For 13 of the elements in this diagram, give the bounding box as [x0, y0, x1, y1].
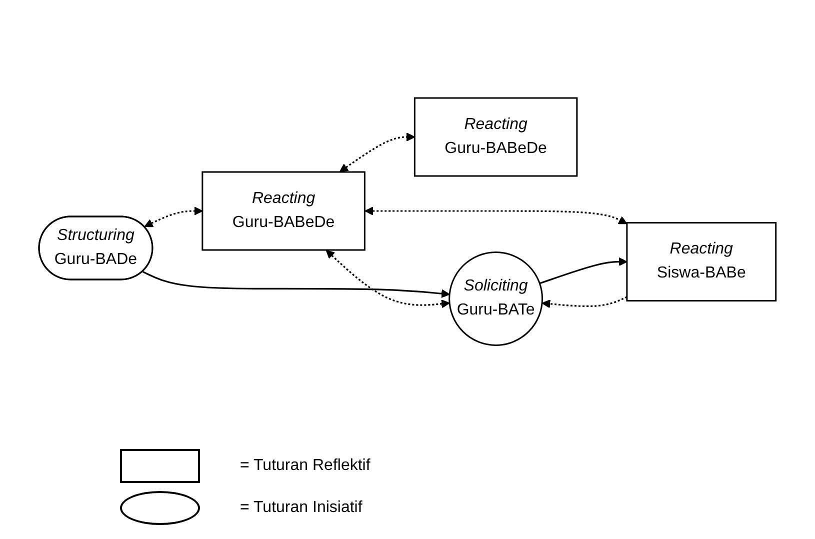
arrow	[542, 296, 628, 308]
node-circle: Soliciting Guru-BATe	[448, 251, 544, 346]
node-box: Reacting Siswa-BABe	[626, 222, 777, 302]
arrow	[144, 206, 203, 228]
node-box: Reacting Guru-BABeDe	[202, 171, 366, 251]
legend-text: = Tuturan Reflektif	[240, 457, 370, 475]
arrow	[364, 206, 628, 224]
arrow	[540, 257, 628, 284]
arrow	[326, 250, 450, 308]
node-box: Reacting Guru-BABeDe	[414, 97, 578, 177]
arrow	[339, 132, 416, 172]
legend-text: = Tuturan Inisiatif	[240, 499, 362, 517]
arrow	[142, 270, 450, 298]
